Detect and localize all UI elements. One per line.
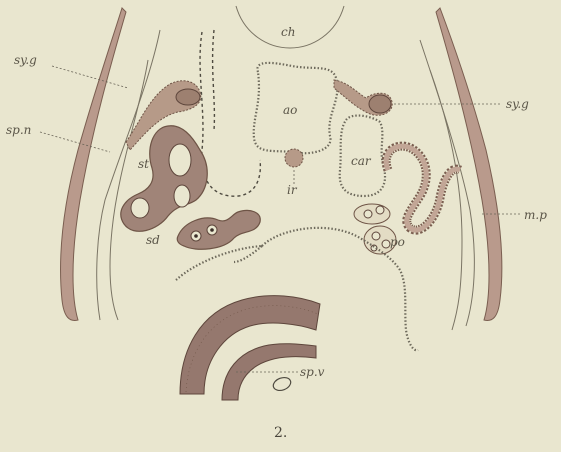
right-sympathetic-ganglion [334,80,392,115]
label-ao: ao [283,103,297,117]
label-ir: ir [287,183,298,197]
small-oval [271,375,292,392]
left-dashed-cord-inner [213,30,215,130]
label-po: po [390,235,405,249]
label-sd: sd [146,233,160,247]
left-dashed-cord [200,32,260,196]
label-syg-right: sy.g [506,97,529,111]
label-ch: ch [281,25,295,39]
left-segmental-tubule [121,126,260,249]
ventral-band [180,296,320,400]
figure-number: 2. [274,425,287,441]
label-spn: sp.n [6,123,31,137]
label-spv: sp.v [300,365,325,379]
label-syg-left: sy.g [14,53,37,67]
gut-wall-inner [176,246,262,280]
gut-wall-left [234,246,262,262]
right-body-wall [420,8,502,330]
interrenal-body [285,149,303,186]
label-car: car [351,154,372,168]
label-mp: m.p [524,208,547,222]
label-st: st [138,157,149,171]
